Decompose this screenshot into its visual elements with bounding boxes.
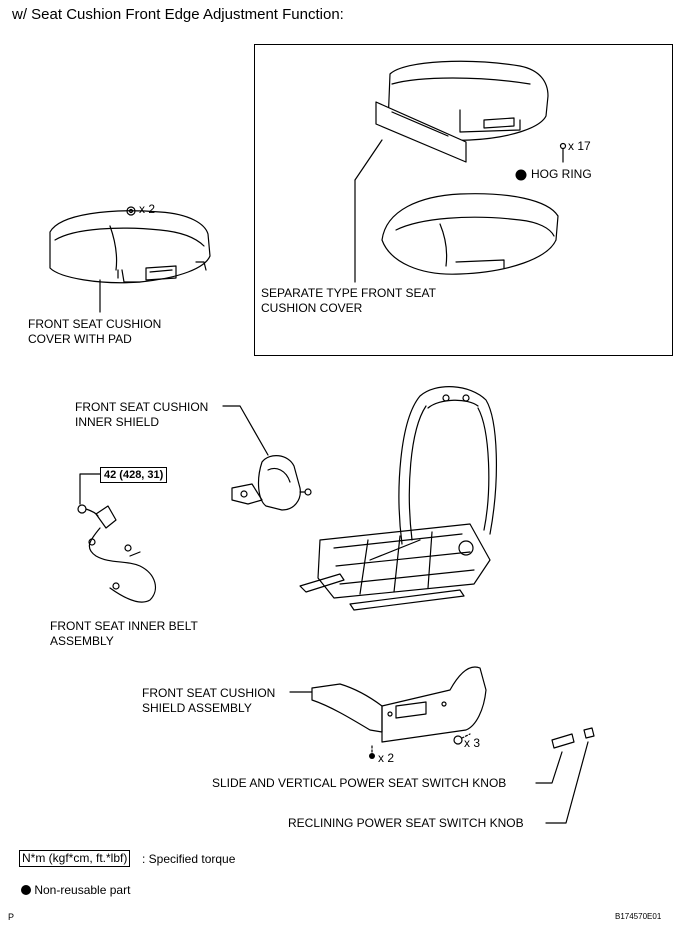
label-screw-qty-a: x 2	[378, 751, 395, 765]
cushion-cover-with-pad-illustration	[49, 210, 211, 284]
label-reclining-knob: RECLINING POWER SEAT SWITCH KNOB	[288, 816, 524, 830]
non-reusable-dot-icon	[21, 885, 31, 895]
legend-non-reusable: Non-reusable part	[21, 883, 130, 898]
label-separate-type-cover: SEPARATE TYPE FRONT SEAT CUSHION COVER	[261, 286, 436, 315]
footer-code: B174570E01	[615, 912, 662, 921]
page-title: w/ Seat Cushion Front Edge Adjustment Fu…	[12, 6, 344, 23]
separate-cover-illustration	[375, 60, 559, 275]
label-screw-qty-b: x 3	[464, 736, 481, 750]
inner-shield-illustration	[231, 455, 312, 511]
legend-torque-unit: N*m (kgf*cm, ft.*lbf)	[19, 850, 131, 867]
label-cushion-cover-with-pad: FRONT SEAT CUSHION COVER WITH PAD	[28, 317, 162, 346]
legend-torque-desc: : Specified torque	[142, 852, 236, 866]
label-clip-qty: x 2	[139, 202, 156, 216]
leader-slide-knob	[535, 751, 563, 784]
label-hog-ring-qty: x 17	[568, 139, 591, 153]
leader-torque	[79, 473, 101, 505]
label-inner-shield: FRONT SEAT CUSHION INNER SHIELD	[75, 400, 209, 429]
seat-assembly-illustration	[299, 386, 497, 611]
separate-cover-frame	[254, 44, 673, 356]
shield-assembly-illustration	[311, 666, 487, 755]
switch-knobs-illustration	[551, 727, 595, 749]
label-hog-ring: HOG RING	[531, 167, 592, 181]
leader-reclining-knob	[545, 741, 589, 824]
label-shield-assembly: FRONT SEAT CUSHION SHIELD ASSEMBLY	[142, 686, 276, 715]
legend-non-reusable-text: Non-reusable part	[34, 883, 131, 897]
label-slide-knob: SLIDE AND VERTICAL POWER SEAT SWITCH KNO…	[212, 776, 507, 790]
hog-ring-dot	[515, 169, 527, 181]
label-inner-belt: FRONT SEAT INNER BELT ASSEMBLY	[50, 619, 198, 648]
inner-belt-illustration	[77, 504, 157, 603]
torque-value: 42 (428, 31)	[100, 467, 168, 483]
footer-left: P	[8, 912, 15, 922]
leader-separate-cover	[354, 139, 383, 181]
leader-inner-shield	[222, 405, 269, 456]
